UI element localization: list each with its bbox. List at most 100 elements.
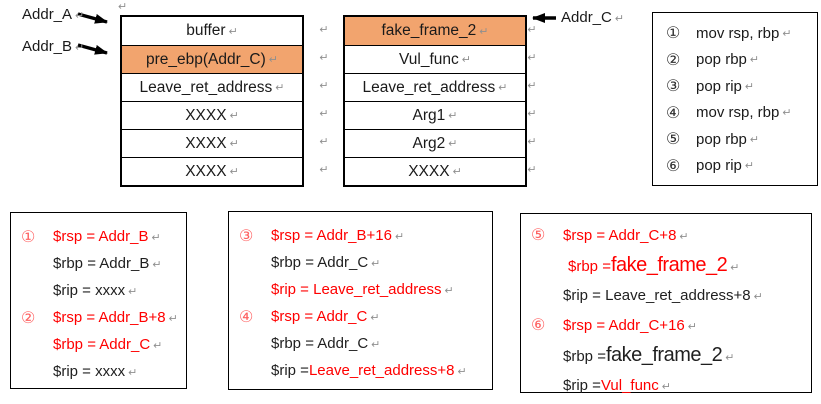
paragraph-mark-icon: ↵ [75, 10, 85, 22]
stack-row-label: Vul_func [399, 50, 459, 68]
register-state-box-1: ①$rsp = Addr_B↵$rbp = Addr_B↵$rip = xxxx… [10, 212, 187, 389]
state-line: $rbp = fake_frame_2↵ [521, 250, 811, 280]
paragraph-mark-icon: ↵ [319, 135, 329, 148]
pointer-label-addr-c: Addr_C↵ [561, 9, 624, 26]
paragraph-mark-icon: ↵ [152, 259, 162, 271]
state-segment: $rbp = Addr_C [271, 254, 369, 271]
instruction-number: ① [666, 25, 681, 43]
paragraph-mark-icon: ↵ [461, 54, 471, 66]
paragraph-mark-icon: ↵ [527, 135, 537, 148]
state-text: $rip = Vul_func↵ [563, 377, 671, 394]
state-line: ④$rsp = Addr_C↵ [229, 303, 492, 330]
paragraph-mark-icon: ↵ [275, 82, 285, 94]
paragraph-mark-icon: ↵ [614, 13, 625, 25]
paragraph-mark-icon: ↵ [457, 366, 467, 378]
paragraph-mark-icon: ↵ [753, 290, 763, 303]
state-line: ③$rsp = Addr_B+16↵ [229, 222, 492, 249]
state-text: $rbp = fake_frame_2↵ [568, 254, 739, 277]
stack-row-label: XXXX [185, 106, 227, 124]
paragraph-mark-icon: ↵ [527, 51, 537, 64]
stack-row: Arg1↵ [345, 101, 525, 129]
stack-row-label: Arg2 [412, 134, 446, 152]
instruction-text: mov rsp, rbp [696, 104, 780, 122]
stack-row: pre_ebp(Addr_C)↵ [122, 45, 302, 73]
paragraph-mark-icon: ↵ [394, 231, 405, 243]
state-line: ⑤$rsp = Addr_C+8↵ [521, 220, 811, 250]
state-text: $rsp = Addr_C↵ [271, 308, 380, 325]
stack-row-label: XXXX [185, 162, 227, 180]
stack-row-label: Leave_ret_address [139, 78, 273, 96]
stack-row: XXXX↵ [122, 101, 302, 129]
paragraph-mark-column: ↵↵↵↵↵↵ [525, 15, 539, 183]
paragraph-mark-icon: ↵ [151, 232, 161, 244]
instruction-number: ④ [666, 104, 681, 122]
paragraph-mark-icon: ↵ [452, 166, 462, 178]
addr-c-label: Addr_C [561, 9, 612, 26]
paragraph-mark-icon: ↵ [725, 351, 735, 364]
paragraph-mark-icon: ↵ [444, 285, 454, 297]
state-line: $rbp = Addr_C↵ [229, 249, 492, 276]
state-segment: $rip = Leave_ret_address+8 [563, 286, 751, 304]
state-segment: $rip = xxxx [53, 282, 126, 299]
state-segment: $rbp = [568, 257, 611, 275]
paragraph-mark-icon: ↵ [527, 163, 537, 176]
paragraph-mark-icon: ↵ [319, 107, 329, 120]
state-segment: Leave_ret_address+8 [308, 362, 455, 379]
state-step-number: ② [21, 309, 36, 327]
paragraph-mark-icon: ↵ [744, 80, 755, 93]
state-line: $rip = Vul_func↵ [521, 370, 811, 400]
state-text: $rip = Leave_ret_address+8↵ [563, 287, 763, 304]
state-segment: $rsp = Addr_C+16 [563, 316, 685, 334]
stack-row: Leave_ret_address↵ [345, 73, 525, 101]
state-text: $rip = Leave_ret_address+8↵ [271, 362, 467, 379]
state-line: $rip = Leave_ret_address+8↵ [521, 280, 811, 310]
stack-row: XXXX↵ [122, 157, 302, 185]
state-line: $rip = xxxx↵ [11, 358, 186, 385]
stack-row: XXXX↵ [122, 129, 302, 157]
state-step-number: ③ [239, 227, 254, 245]
addr-b-label: Addr_B [22, 38, 73, 55]
state-line: ②$rsp = Addr_B+8↵ [11, 304, 186, 331]
paragraph-mark-icon: ↵ [319, 51, 329, 64]
paragraph-mark-icon: ↵ [319, 23, 329, 36]
state-segment: $rbp = Addr_B [53, 255, 150, 272]
state-segment: $rip = [563, 376, 601, 394]
stack-row-label: Arg1 [412, 106, 446, 124]
state-line: $rip = xxxx↵ [11, 277, 186, 304]
stack-row-label: XXXX [185, 134, 227, 152]
paragraph-mark-icon: ↵ [229, 110, 239, 122]
state-segment: $rip = Leave_ret_address [271, 281, 442, 298]
paragraph-mark-icon: ↵ [319, 163, 329, 176]
stack-row-label: Leave_ret_address [362, 78, 496, 96]
state-text: $rbp = Addr_C↵ [271, 335, 380, 352]
addr-b-arrow-icon [77, 43, 108, 55]
stack-row-label: XXXX [408, 162, 450, 180]
paragraph-mark-icon: ↵ [679, 230, 689, 243]
paragraph-mark-icon: ↵ [128, 367, 138, 379]
paragraph-mark-icon: ↵ [749, 54, 760, 67]
state-segment: $rbp = [563, 347, 606, 365]
instruction-number: ③ [666, 78, 681, 96]
state-segment: $rsp = Addr_B+8 [53, 309, 166, 326]
paragraph-mark-icon: ↵ [228, 25, 238, 38]
paragraph-mark-icon: ↵ [448, 138, 458, 150]
stack-row: Arg2↵ [345, 129, 525, 157]
addr-a-label: Addr_A [22, 6, 73, 23]
state-text: $rsp = Addr_C+16↵ [563, 317, 697, 334]
stack-row-label: pre_ebp(Addr_C) [146, 50, 266, 68]
state-segment: $rip = [271, 362, 309, 379]
paragraph-mark-icon: ↵ [128, 286, 138, 298]
state-text: $rbp = Addr_B↵ [53, 255, 162, 272]
paragraph-mark-icon: ↵ [744, 160, 755, 173]
stack-row-label: fake_frame_2 [381, 22, 477, 39]
state-step-number: ⑥ [531, 317, 546, 334]
state-line: $rbp = Addr_C↵ [229, 330, 492, 357]
paragraph-mark-icon: ↵ [749, 133, 760, 146]
stack-row: fake_frame_2↵ [345, 17, 525, 45]
register-state-box-3: ⑤$rsp = Addr_C+8↵ $rbp = fake_frame_2↵ $ri… [520, 213, 812, 394]
